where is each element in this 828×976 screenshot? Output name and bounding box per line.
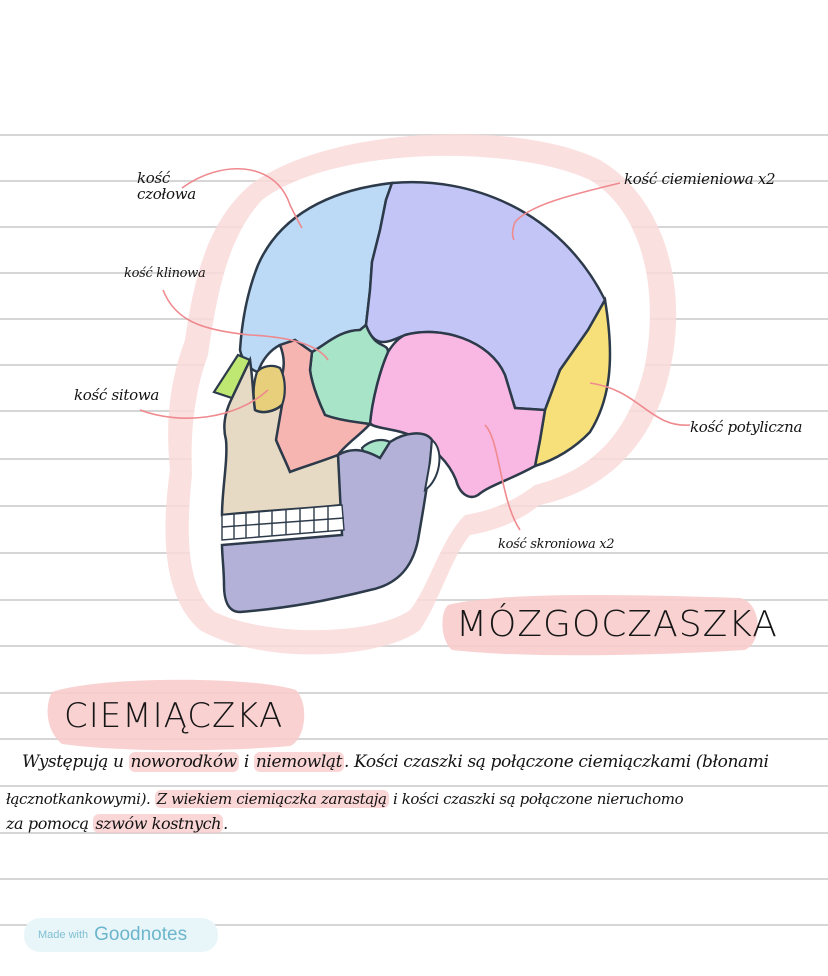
label-sphenoid: kość klinowa bbox=[124, 266, 206, 281]
rule-line bbox=[0, 832, 828, 834]
highlighted-phrase: noworodków bbox=[128, 752, 239, 772]
text-segment: za pomocą bbox=[6, 814, 94, 833]
rule-line bbox=[0, 785, 828, 787]
label-occipital: kość potyliczna bbox=[690, 418, 803, 436]
text-segment: . bbox=[223, 814, 228, 833]
highlighted-phrase: szwów kostnych bbox=[93, 814, 224, 833]
watermark-brand: Goodnotes bbox=[94, 924, 188, 945]
goodnotes-watermark[interactable]: Made with Goodnotes bbox=[24, 918, 218, 952]
text-segment: Występują u bbox=[22, 752, 129, 772]
heading-highlight-fontanelles bbox=[47, 679, 305, 751]
text-segment: . Kości czaszki są połączone ciemiączkam… bbox=[344, 752, 769, 772]
leader-frontal bbox=[181, 167, 303, 229]
label-frontal-line2: czołowa bbox=[137, 185, 196, 203]
text-segment: i bbox=[238, 752, 254, 772]
rule-line bbox=[0, 692, 828, 694]
highlighted-phrase: Z wiekiem ciemiączka zarastają bbox=[154, 790, 389, 808]
mandible-bone bbox=[220, 432, 434, 614]
leader-sphenoid bbox=[162, 289, 329, 361]
paragraph-line-1: Występują u noworodków i niemowląt. Kośc… bbox=[22, 752, 769, 772]
paragraph-line-2: łącznotkankowymi). Z wiekiem ciemiączka … bbox=[6, 790, 684, 808]
maxilla-bone bbox=[220, 355, 344, 517]
paragraph-line-3: za pomocą szwów kostnych. bbox=[6, 814, 228, 833]
leader-ethmoid bbox=[139, 389, 269, 419]
leader-temporal bbox=[484, 424, 521, 531]
mastoid-process bbox=[423, 438, 441, 493]
label-frontal: kość czołowa bbox=[137, 170, 196, 202]
text-segment: i kości czaszki są połączone nieruchomo bbox=[388, 790, 684, 808]
rule-line bbox=[0, 645, 828, 647]
heading-highlight-neurocranium bbox=[442, 594, 758, 656]
rule-line bbox=[0, 738, 828, 740]
leader-lines bbox=[139, 167, 691, 531]
label-ethmoid: kość sitowa bbox=[74, 386, 160, 404]
label-parietal: kość ciemieniowa x2 bbox=[624, 170, 776, 188]
text-segment: łącznotkankowymi). bbox=[6, 790, 155, 808]
leader-occipital bbox=[589, 382, 691, 426]
heading-fontanelles: CIEMIĄCZKA bbox=[64, 696, 284, 736]
heading-neurocranium: MÓZGOCZASZKA bbox=[456, 604, 778, 645]
rule-line bbox=[0, 924, 828, 926]
label-frontal-line1: kość bbox=[137, 169, 171, 187]
rule-line bbox=[0, 134, 828, 136]
label-temporal: kość skroniowa x2 bbox=[498, 537, 615, 552]
watermark-prefix: Made with bbox=[38, 929, 89, 941]
highlighted-phrase: niemowląt bbox=[253, 752, 345, 772]
rule-line bbox=[0, 878, 828, 880]
teeth bbox=[221, 504, 345, 541]
leader-parietal bbox=[511, 182, 621, 241]
